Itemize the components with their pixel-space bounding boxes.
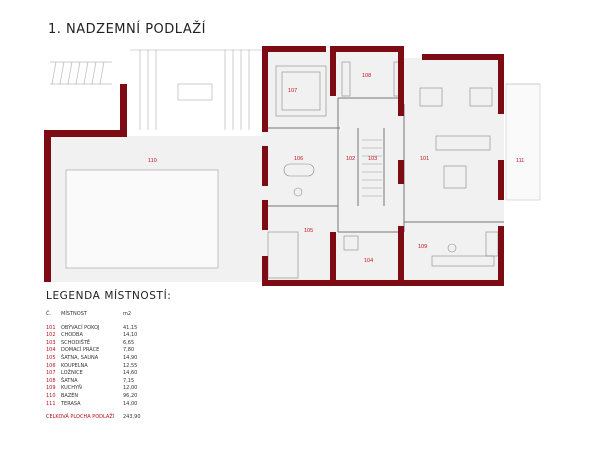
legend-title: LEGENDA MÍSTNOSTÍ: xyxy=(46,290,172,302)
pool xyxy=(65,169,219,269)
terrace-east xyxy=(505,83,541,201)
room-label-106: 106 xyxy=(294,156,303,162)
room-label-111: 111 xyxy=(516,158,524,164)
room-label-110: 110 xyxy=(148,158,157,164)
room-labels: 101 102 103 104 105 106 107 108 109 110 … xyxy=(148,73,524,264)
legend-header: Č. MÍSTNOST m2 xyxy=(46,311,196,319)
interior-walls xyxy=(262,97,504,233)
furniture xyxy=(267,61,499,279)
room-label-105: 105 xyxy=(304,228,313,234)
legend-total-value: 243,90 xyxy=(123,414,141,421)
exterior-walls xyxy=(44,46,504,286)
room-label-109: 109 xyxy=(418,244,427,250)
page-title: 1. NADZEMNÍ PODLAŽÍ xyxy=(48,22,206,37)
floor-plan: 101 102 103 104 105 106 107 108 109 110 … xyxy=(44,46,541,286)
legend-header-num: Č. xyxy=(46,311,52,317)
pergola xyxy=(130,49,262,130)
interior-stairs xyxy=(362,139,382,197)
room-label-101: 101 xyxy=(420,156,429,162)
room-label-108: 108 xyxy=(362,73,371,79)
room-label-102: 102 xyxy=(346,156,355,162)
room-label-104: 104 xyxy=(364,258,373,264)
room-label-103: 103 xyxy=(368,156,377,162)
outdoor-stairs xyxy=(50,61,112,85)
legend-total-label: CELKOVÁ PLOCHA PODLAŽÍ xyxy=(46,414,115,421)
legend-header-area: m2 xyxy=(123,311,132,317)
legend-header-name: MÍSTNOST xyxy=(61,311,87,317)
room-label-107: 107 xyxy=(288,88,297,94)
legend-total: CELKOVÁ PLOCHA PODLAŽÍ 243,90 xyxy=(46,414,196,422)
